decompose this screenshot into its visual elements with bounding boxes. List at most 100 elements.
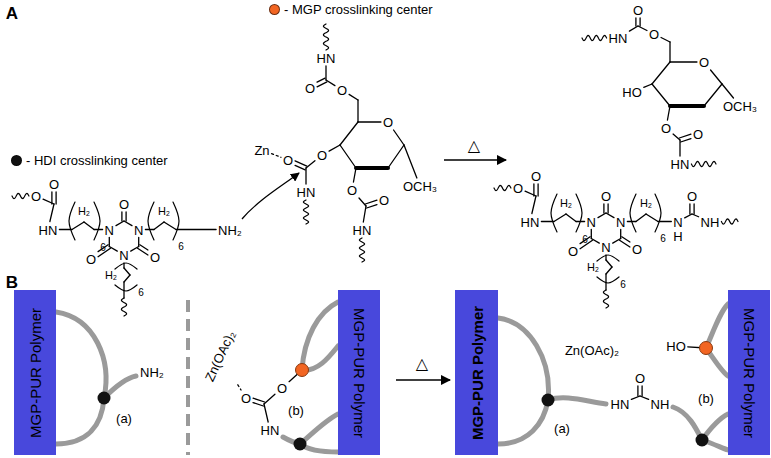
bond-line: [636, 214, 646, 222]
bond-line: [357, 100, 358, 122]
catalyst-label: Zn(OAc)₂: [203, 329, 238, 384]
polymer-strand: [706, 304, 728, 348]
bracket: [597, 255, 619, 261]
bond-line: [326, 80, 335, 86]
bond-line: [692, 214, 699, 217]
legend-swatch: [269, 4, 280, 15]
reaction-arrow: [444, 159, 506, 161]
bracket: [69, 202, 75, 240]
bond-line: [359, 198, 366, 206]
bond-line: [652, 62, 670, 84]
atom-label: O: [305, 82, 315, 95]
wavy-bond: [323, 24, 328, 50]
bond-line: [388, 145, 404, 168]
double-bond: [607, 204, 608, 213]
atom-label: HN: [317, 52, 336, 65]
mgp-dot: [296, 364, 309, 377]
bond-line: [670, 104, 704, 108]
dashed-separator: [186, 300, 190, 455]
bond-line: [606, 213, 614, 218]
bond-line: [704, 84, 722, 106]
bond-line: [591, 230, 592, 239]
atom-label: N: [673, 215, 682, 228]
double-bond: [635, 18, 636, 26]
bond-line: [669, 42, 670, 62]
bond-line: [404, 145, 417, 178]
chain-tag: (b): [698, 392, 714, 405]
polymer-bar: MGP-PUR Polymer: [728, 290, 770, 455]
bond-line: [264, 394, 275, 404]
bond-line: [620, 230, 621, 239]
bond-line: [349, 94, 358, 100]
subscript-number: 6: [138, 288, 144, 298]
atom-label: O: [632, 243, 642, 256]
subscript-label: H₂: [158, 206, 170, 217]
double-bond: [125, 212, 126, 221]
bracket: [655, 194, 661, 232]
bond-line: [646, 214, 658, 222]
coordination-bond: [272, 154, 281, 158]
bond-line: [124, 221, 132, 226]
bond-line: [661, 38, 670, 42]
subscript-number: 6: [660, 234, 666, 244]
bond-line: [638, 26, 647, 30]
atom-label: HN: [353, 224, 372, 237]
bond-line: [629, 26, 638, 31]
wavy-bond: [721, 219, 738, 224]
bond-line: [124, 268, 130, 275]
subscript-label: H₂: [105, 270, 117, 281]
atom-label: H: [673, 229, 682, 242]
amine-label: NH₂: [218, 223, 242, 236]
bond-line: [138, 238, 139, 247]
bond-line: [356, 166, 388, 170]
atom-label: O: [699, 56, 709, 69]
methoxy-label: OCH₃: [403, 180, 437, 193]
atom-label: O: [150, 251, 160, 264]
subscript-label: H₂: [78, 206, 90, 217]
atom-label: O: [379, 194, 389, 207]
wavy-bond: [121, 298, 126, 316]
double-bond: [317, 78, 325, 82]
bond-line: [685, 214, 692, 218]
double-bond: [681, 139, 691, 142]
atom-label: O: [687, 190, 697, 203]
bond-line: [598, 213, 606, 218]
hydroxyl-label: HO: [666, 340, 686, 353]
bond-line: [340, 145, 356, 168]
polymer-bar: MGP-PUR Polymer: [455, 290, 498, 455]
atom-label: O: [531, 170, 541, 183]
bracket: [148, 202, 154, 240]
atom-label: O: [49, 178, 59, 191]
bond-line: [109, 238, 110, 247]
double-bond: [537, 184, 538, 196]
subscript-label: H₂: [640, 198, 652, 209]
bond-line: [353, 168, 356, 182]
atom-label: NH: [701, 215, 720, 228]
hdi-dot: [696, 434, 709, 447]
atom-label: HN: [671, 158, 690, 171]
heat-symbol: △: [416, 356, 428, 372]
bond-line: [340, 122, 358, 145]
mgp-dot: [700, 342, 713, 355]
wavy-bond: [603, 290, 608, 308]
chain-tag: (b): [288, 404, 304, 417]
atom-label: O: [283, 154, 293, 167]
bond-line: [606, 267, 612, 274]
coordination-bond: [238, 385, 241, 390]
wavy-bond: [359, 238, 364, 262]
chain-tag: (a): [554, 422, 570, 435]
atom-label: O: [119, 198, 129, 211]
bond-line: [644, 84, 652, 87]
curved-arrow: [242, 173, 299, 219]
panel-letter: B: [6, 274, 18, 291]
atom-label: O: [661, 122, 671, 135]
bond-line: [652, 84, 670, 106]
bond-line: [711, 70, 722, 84]
bond-line: [554, 214, 566, 222]
atom-label: O: [513, 182, 523, 195]
polymer-strand: [56, 312, 106, 398]
wavy-bond: [303, 200, 308, 224]
atom-label: HN: [521, 215, 540, 228]
bond-line: [631, 396, 640, 399]
atom-label: O: [317, 149, 327, 162]
